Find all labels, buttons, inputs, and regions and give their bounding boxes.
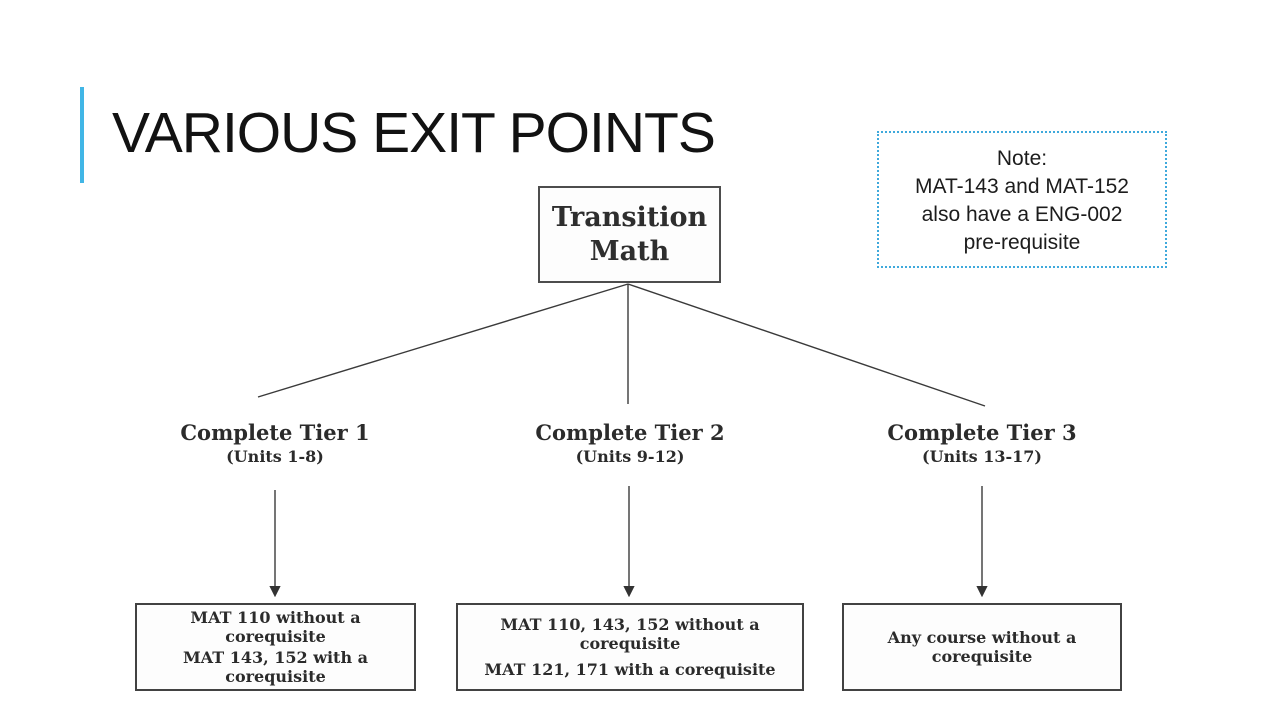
tier2-label: Complete Tier 2 (Units 9-12) — [500, 419, 760, 467]
tier3-outcome-line-1: Any course without a corequisite — [887, 628, 1077, 666]
tier1-title: Complete Tier 1 — [180, 420, 370, 445]
branch-line-tier3 — [627, 283, 986, 407]
tier1-outcome-line-1: MAT 110 without a corequisite — [190, 608, 361, 647]
tier2-units: (Units 9-12) — [575, 447, 685, 466]
tier1-outcome-box: MAT 110 without a corequisite MAT 143, 1… — [135, 603, 416, 691]
transition-math-node: Transition Math — [538, 186, 721, 283]
note-line-4: pre-requisite — [963, 231, 1081, 254]
tier3-units: (Units 13-17) — [922, 447, 1042, 466]
tier1-units: (Units 1-8) — [226, 447, 324, 466]
tier2-outcome-line-1: MAT 110, 143, 152 without a corequisite — [500, 614, 760, 653]
root-label-line-1: Transition — [551, 201, 708, 233]
tier1-outcome-line-2: MAT 143, 152 with a corequisite — [182, 647, 369, 686]
root-label-line-2: Math — [589, 235, 670, 267]
tier1-label: Complete Tier 1 (Units 1-8) — [145, 419, 405, 467]
branch-line-tier1 — [257, 283, 629, 398]
tier2-outcome-line-2: MAT 121, 171 with a corequisite — [484, 660, 776, 680]
title-accent-bar — [80, 87, 84, 183]
note-line-1: Note: — [996, 147, 1048, 170]
tier2-outcome-box: MAT 110, 143, 152 without a corequisite … — [456, 603, 804, 691]
tier3-title: Complete Tier 3 — [887, 420, 1077, 445]
tier3-label: Complete Tier 3 (Units 13-17) — [852, 419, 1112, 467]
note-box: Note: MAT-143 and MAT-152 also have a EN… — [877, 131, 1167, 268]
slide-title: VARIOUS EXIT POINTS — [112, 101, 716, 165]
tier2-title: Complete Tier 2 — [535, 420, 725, 445]
note-line-2: MAT-143 and MAT-152 — [915, 175, 1129, 198]
note-line-3: also have a ENG-002 — [921, 203, 1123, 226]
tier3-outcome-box: Any course without a corequisite — [842, 603, 1122, 691]
